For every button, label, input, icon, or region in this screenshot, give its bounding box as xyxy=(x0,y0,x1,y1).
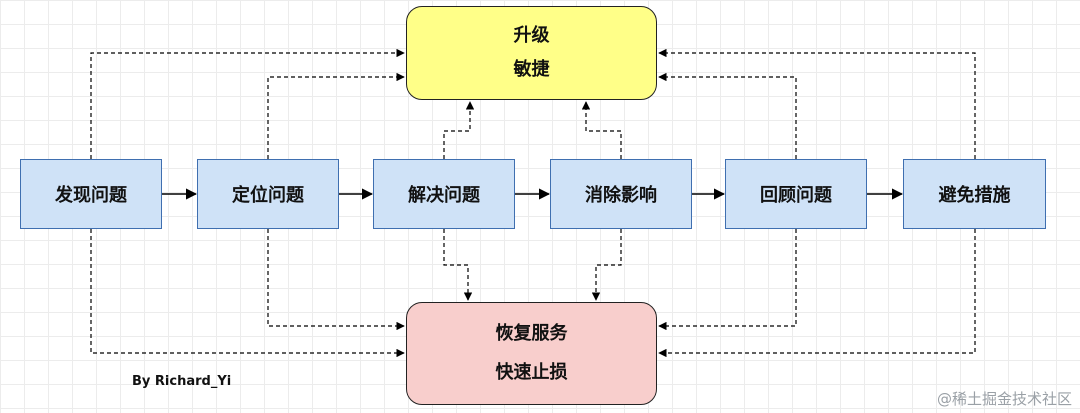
dashed-avoid-to-restore xyxy=(658,229,976,358)
dashed-solve-to-restore xyxy=(443,229,473,301)
dashed-eliminate-to-upgrade xyxy=(581,101,622,159)
upgrade-box[interactable]: 升级 敏捷 xyxy=(406,6,657,100)
escalation-and-recovery-arrows xyxy=(90,48,976,358)
step-eliminate-impact[interactable]: 消除影响 xyxy=(550,159,692,229)
upgrade-label: 升级 xyxy=(513,25,550,47)
watermark: @稀土掘金技术社区 xyxy=(936,390,1072,408)
dashed-discover-to-restore xyxy=(90,229,405,358)
dashed-eliminate-to-restore xyxy=(591,229,622,301)
dashed-review-to-upgrade xyxy=(658,72,797,159)
dashed-review-to-restore xyxy=(658,229,797,331)
step-review-problem[interactable]: 回顾问题 xyxy=(725,159,867,229)
dashed-locate-to-upgrade xyxy=(267,72,405,159)
dashed-locate-to-restore xyxy=(267,229,405,331)
step-solve-problem[interactable]: 解决问题 xyxy=(373,159,515,229)
step-discover-problem[interactable]: 发现问题 xyxy=(20,159,162,229)
author-credit: By Richard_Yi xyxy=(132,374,232,389)
dashed-solve-to-upgrade xyxy=(443,101,475,159)
dashed-discover-to-upgrade xyxy=(90,48,405,159)
dashed-avoid-to-upgrade xyxy=(658,48,976,159)
step-avoidance-measures[interactable]: 避免措施 xyxy=(903,159,1046,229)
step-locate-problem[interactable]: 定位问题 xyxy=(197,159,339,229)
restore-service-label: 恢复服务 xyxy=(495,323,568,345)
restore-service-box[interactable]: 恢复服务 快速止损 xyxy=(406,302,657,405)
agile-label: 敏捷 xyxy=(513,59,550,81)
quick-stop-loss-label: 快速止损 xyxy=(495,361,568,383)
